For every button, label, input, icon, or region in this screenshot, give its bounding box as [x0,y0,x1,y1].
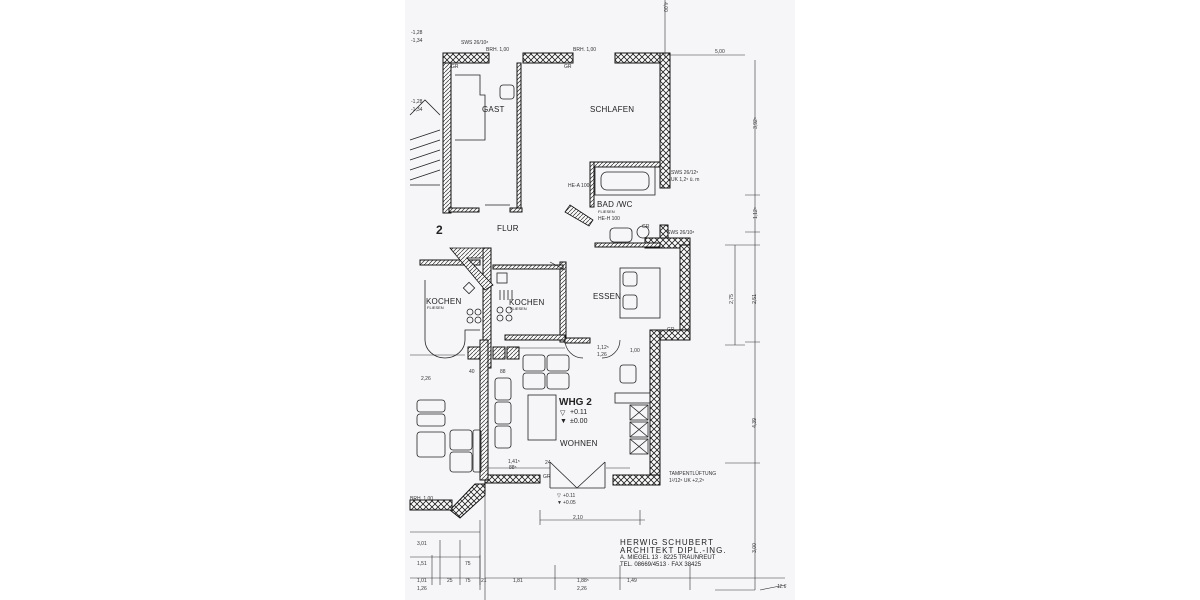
dim-400: 4,00 [661,2,668,12]
dim-24: 24 [545,460,551,466]
room-sublabel-bad: FLIESEN [598,209,615,214]
dim-1885: 1,88⁵ [577,578,589,584]
gr-note-gast: GR [451,64,459,70]
he-note: HE-A 100 [568,183,590,189]
door-note-2: 1²/12⁵ UK +2,2⁵ [669,478,705,484]
dim-75a: 75 [465,561,471,567]
bathtub [594,166,656,196]
dimension-lines [410,0,786,600]
sink [609,227,633,243]
floor-plan-page: GAST SCHLAFEN BAD /WC FLIESEN FLUR KOCHE… [405,0,795,600]
dim-25: 25 [447,578,453,584]
level-note-mid-1: -1,28 [411,99,423,105]
dim-251: 2,51 [751,294,758,304]
window-note-essen: SWS 26/10⁸ [667,230,695,236]
dim-300: 3,00 [751,543,758,553]
dim-3925: 3,92⁵ [752,117,759,129]
dim-500: 5,00 [715,49,725,55]
gr-note-bad: GR [642,224,650,230]
dim-885: 88⁵ [509,465,517,471]
dim-88: 88 [500,369,506,375]
brh-note-2: BRH. 1,00 [573,47,597,53]
architect-stamp: HERWIG SCHUBERT ARCHITEKT DIPL.-ING. A. … [620,539,727,569]
dim-181: 1,81 [513,578,523,584]
room-label-schlafen: SCHLAFEN [590,105,635,114]
room-label-bad: BAD /WC [597,200,633,209]
dim-126: 1,26 [417,586,427,592]
dim-151: 1,51 [417,561,427,567]
level-note-top-1: -1,28 [411,30,423,36]
level-marker-icon: ▽ [560,410,566,417]
gr-note-schlafen: GR [564,64,572,70]
level-note-top-2: -1,34 [411,38,423,44]
dim-226: 2,26 [421,376,431,382]
gr-note-wohnen: GR [543,474,551,480]
floor-plan-drawing [409,0,786,600]
dim-door-2: 1,26 [597,352,607,358]
dim-1415: 1,41⁵ [508,459,520,465]
gast-furniture [455,74,515,141]
unit-label: WHG 2 [559,397,592,408]
gr-note-essen: GR [667,327,675,333]
room-label-wohnen: WOHNEN [560,439,598,448]
architect-name: HERWIG SCHUBERT [620,538,714,547]
dim-275: 2,75 [728,294,735,304]
window-note-bad-2: UK 1,2⁵ ü. m [671,177,700,183]
architect-contact: TEL. 08669/4513 · FAX 38425 [620,562,702,568]
dim-1125: 1,12⁵ [752,207,759,219]
kitchen-appliances [424,272,513,359]
terrace-level-upper: +0.11 [563,493,576,499]
dim-149: 1,49 [627,578,637,584]
dim-439: 4,39 [751,418,758,428]
chimneys [467,346,520,360]
dim-210: 2,10 [573,515,583,521]
staircase [409,99,441,186]
room-label-flur: FLUR [497,224,519,233]
brh-note-1: BRH. 1,00 [486,47,510,53]
exterior-walls [409,52,691,519]
window-note-top: SWS 26/10⁸ [461,40,489,46]
dim-21: 21 [481,578,487,584]
dim-226b: 2,26 [577,586,587,592]
terrace-marker-icon: ▽ [557,493,561,499]
dim-door-1: 1,12⁵ [597,345,609,351]
room-label-gast: GAST [482,105,505,114]
room-sublabel-kochen-neighbour: FLIESEN [427,305,444,310]
interior-walls [419,62,661,481]
dining-table [619,267,661,319]
living-sofas [494,354,651,455]
room-label-kochen: KOCHEN [509,298,545,307]
dim-301: 3,01 [417,541,427,547]
level-marker-filled-icon: ▼ [560,418,567,425]
terrace-door [549,461,606,489]
page-number: 11.6 [777,584,787,590]
neighbour-furniture [416,399,482,473]
door-swings [485,204,621,359]
room-label-kochen-neighbour: KOCHEN [426,297,462,306]
dim-101: 1,01 [417,578,427,584]
terrace-marker-filled-icon: ▼ [557,500,562,506]
architect-title: ARCHITEKT DIPL.-ING. [620,546,727,555]
level-raw-floor: ±0.00 [570,418,588,425]
architect-address: A. MIEGEL 13 · 8225 TRAUNREUT [620,555,716,561]
he-note-2: HE-H 100 [598,216,620,222]
brh-note-3: BRH. 1,00 [410,496,434,502]
stair-marker: 2 [436,223,443,237]
kitchen-diagonal-wall [449,204,594,291]
window-note-bad: SWS 26/12⁵ [671,170,699,176]
level-note-mid-2: -1,34 [411,107,423,113]
door-note: TAMPENTLÜFTUNG [669,471,717,477]
dim-40: 40 [469,369,475,375]
level-finished-floor: +0.11 [570,409,588,416]
toilet [636,225,650,239]
room-label-essen: ESSEN [593,292,622,301]
room-sublabel-kochen: FLIESEN [510,306,527,311]
dim-75b: 75 [465,578,471,584]
dim-door-3: 1,00 [630,348,640,354]
terrace-level-lower: +0.05 [563,500,576,506]
